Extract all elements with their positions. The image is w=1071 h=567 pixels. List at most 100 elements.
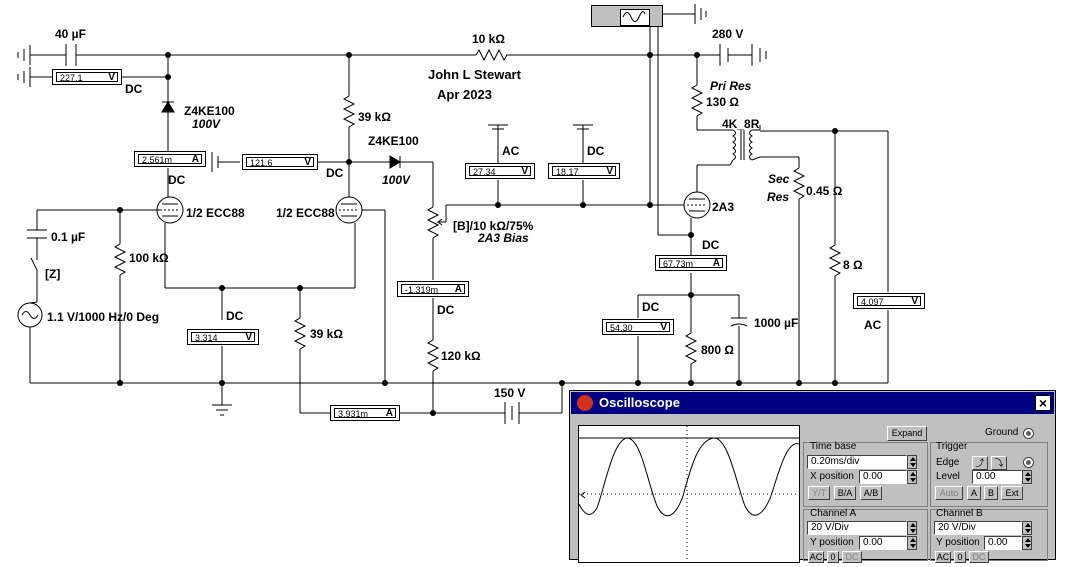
meter-mode: DC [226,309,244,323]
channel-a-ac-button[interactable]: AC [808,551,824,563]
meter-unit: V [245,332,252,343]
x-position-label: X position [810,471,854,482]
tube3-label: 2A3 [712,200,735,214]
channel-a-ypos-spinner[interactable] [907,536,917,550]
pot-desc: 2A3 Bias [478,231,529,245]
voltmeter-1216[interactable]: 121.6 V [242,154,318,170]
ground-radio[interactable] [1023,428,1034,439]
oscilloscope-titlebar[interactable]: Oscilloscope × [571,392,1054,414]
x-position-field[interactable]: 0.00 [859,470,907,484]
channel-a-ypos-field[interactable]: 0.00 [859,536,907,550]
channel-b-ypos-spinner[interactable] [1022,536,1032,550]
meter-mode: DC [437,303,455,317]
channel-b-ypos-label: Y position [936,537,980,548]
meter-mode: DC [702,238,720,252]
channel-b-scale-field[interactable]: 20 V/Div [934,521,1022,535]
yt-button[interactable]: Y/T [808,486,830,500]
meter-value: 121.6 [250,158,273,168]
trigger-ext-button[interactable]: Ext [1001,486,1023,500]
x-position-spinner[interactable] [907,470,917,484]
meter-unit: V [911,296,918,307]
r800-label: 800 Ω [701,343,734,357]
channel-a-scale-spinner[interactable] [907,521,917,535]
cap-in-label: 40 µF [55,27,86,41]
channel-b-label: Channel B [936,508,983,519]
meter-mode: DC [168,173,186,187]
oscilloscope-icon[interactable] [591,5,663,27]
channel-a-zero-button[interactable]: 0 [827,551,839,563]
channel-a-label: Channel A [810,508,857,519]
timebase-field[interactable]: 0.20ms/div [807,455,907,469]
trigger-a-button[interactable]: A [967,486,981,500]
level-spinner[interactable] [1022,470,1032,484]
meter-mode: AC [502,144,520,158]
switch-key-label: [Z] [45,267,61,281]
oscilloscope-window: Oscilloscope × Expand Ground Time base 0… [569,390,1056,563]
ammeter-2561m[interactable]: 2.561m A [134,151,206,167]
level-label: Level [936,471,960,482]
voltmeter-5430[interactable]: 54.30 V [602,319,674,335]
channel-a-scale-field[interactable]: 20 V/Div [807,521,907,535]
meter-unit: V [660,322,667,333]
window-title: Oscilloscope [599,395,680,410]
ground-label: Ground [985,427,1019,438]
timebase-spinner[interactable] [907,455,917,469]
transformer-label: 4K_8R [722,117,760,131]
meter-value: 2.561m [142,155,173,165]
pri-res-name: Pri Res [710,79,752,93]
author-label: John L Stewart [428,67,521,82]
channel-b-ac-button[interactable]: AC [935,551,951,563]
r-load-label: 8 Ω [843,258,863,272]
sec-res-name-2: Res [767,190,790,204]
channel-b-ypos-field[interactable]: 0.00 [984,536,1022,550]
voltmeter-2734[interactable]: 27.34 V [465,163,535,179]
meter-unit: V [521,166,528,177]
meter-mode: DC [587,144,605,158]
meter-mode: AC [864,318,882,332]
sec-res-name-1: Sec [768,172,790,186]
channel-b-scale-spinner[interactable] [1022,521,1032,535]
meter-value: -1.319m [405,285,439,295]
auto-button[interactable]: Auto [935,486,963,500]
ba-button[interactable]: B/A [834,486,856,500]
channel-b-zero-button[interactable]: 0 [954,551,966,563]
level-field[interactable]: 0.00 [972,470,1022,484]
meter-mode: DC [326,166,344,180]
expand-button[interactable]: Expand [887,426,927,441]
trigger-b-button[interactable]: B [984,486,998,500]
meter-value: 18.17 [556,167,579,177]
falling-edge-icon[interactable]: ⤵ [991,456,1007,470]
edge-radio[interactable] [1023,457,1034,468]
trigger-label: Trigger [936,441,968,452]
meter-value: 54.30 [610,323,633,333]
sec-res-value: 0.45 Ω [806,184,843,198]
timebase-group [803,442,928,507]
zener2-voltage: 100V [382,173,411,187]
meter-mode: DC [125,82,143,96]
ab-button[interactable]: A/B [860,486,882,500]
channel-a-dc-button[interactable]: DC [842,551,862,563]
supply-280-label: 280 V [712,27,744,41]
meter-unit: A [191,154,199,165]
meter-unit: V [304,157,311,168]
trigger-group [930,442,1048,507]
zener1-name: Z4KE100 [184,104,235,118]
tube1-label: 1/2 ECC88 [186,206,245,220]
meter-value: 27.34 [473,167,496,177]
tube2-label: 1/2 ECC88 [276,206,335,220]
close-icon[interactable]: × [1035,395,1051,411]
meter-unit: A [385,408,393,419]
rising-edge-icon[interactable]: ⤴ [972,456,988,470]
oscilloscope-screen-icon [620,9,650,26]
source-label: 1.1 V/1000 Hz/0 Deg [47,310,160,324]
meter-value: 4.097 [861,297,884,307]
voltmeter-4097[interactable]: 4.097 V [853,293,925,309]
channel-b-dc-button[interactable]: DC [969,551,989,563]
